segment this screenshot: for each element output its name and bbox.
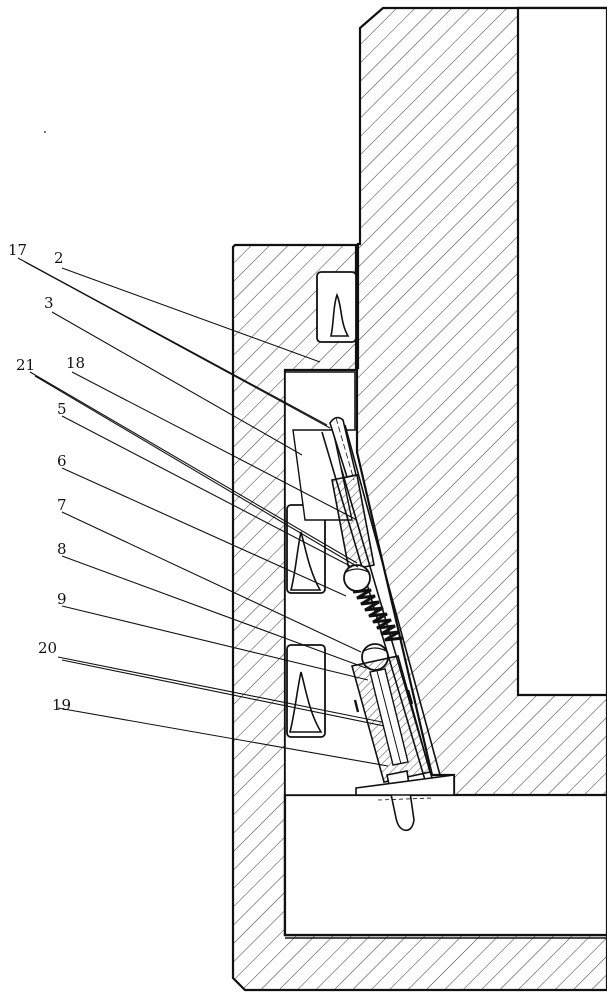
label-7: 7 [57,496,67,514]
lower-housing-body [351,655,431,783]
label-2: 2 [54,249,64,267]
small-dot [44,131,46,133]
label-21: 21 [16,356,36,374]
label-3: 3 [44,294,54,312]
label-9: 9 [57,590,67,608]
label-19: 19 [52,696,72,714]
lower-seal [286,644,326,738]
inner-cavity [516,6,607,697]
upper-ball [343,564,371,592]
label-17: 17 [8,241,28,259]
label-18: 18 [66,354,86,372]
guide-sleeve [331,474,375,571]
base-step [355,774,455,796]
label-6: 6 [57,452,67,470]
upper-pin [329,416,357,481]
spring [352,588,404,642]
lower-chamber [283,793,607,939]
label-20: 20 [38,639,58,657]
label-5: 5 [57,400,67,418]
label-8: 8 [57,540,67,558]
leader-lines [17,257,389,767]
upper-seal [316,271,357,343]
